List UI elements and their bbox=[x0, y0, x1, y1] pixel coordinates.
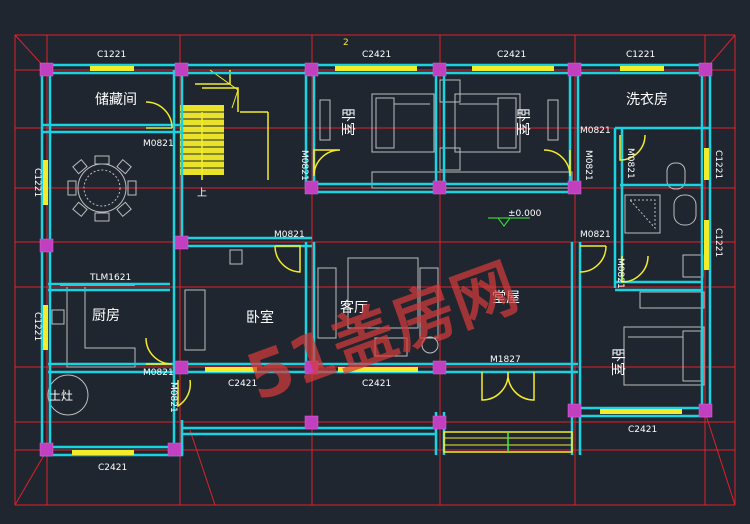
wall-partition bbox=[42, 123, 182, 134]
room-label-storage: 储藏间 bbox=[95, 92, 137, 108]
door-label: M0821 bbox=[143, 368, 174, 378]
wall-partition bbox=[304, 242, 316, 370]
door-label: M1827 bbox=[490, 355, 521, 365]
nightstand bbox=[547, 99, 559, 141]
window-left-upper bbox=[43, 160, 48, 205]
window-label: C2421 bbox=[362, 50, 391, 60]
furniture-layer bbox=[47, 79, 705, 416]
window-label: C1221 bbox=[32, 312, 42, 341]
room-label-stove: 土灶 bbox=[49, 389, 73, 403]
door-stove bbox=[177, 379, 192, 408]
porch-steps bbox=[443, 431, 573, 453]
door-storage bbox=[145, 101, 173, 129]
opening-labels: C1221 C2421 C2421 C1221 C1221 C1221 C122… bbox=[32, 50, 723, 473]
room-label-hall: 堂屋 bbox=[492, 290, 520, 306]
grid-line bbox=[189, 429, 216, 506]
door-kitchen bbox=[145, 337, 173, 365]
room-label-bedroom-nw: 卧室 bbox=[339, 108, 356, 136]
door-label: TLM1621 bbox=[89, 273, 131, 283]
window-right-upper bbox=[704, 148, 709, 180]
window-top-mid-left bbox=[335, 66, 417, 71]
stair-up-label: 上 bbox=[197, 187, 207, 199]
watermark-text: 51盖房网 bbox=[238, 251, 527, 417]
window-label: C1221 bbox=[626, 50, 655, 60]
window-bottom-center bbox=[338, 367, 418, 372]
wall-partition bbox=[570, 242, 582, 412]
door-label: M0821 bbox=[299, 150, 309, 181]
door-label: M0821 bbox=[580, 230, 611, 240]
room-label-living: 客厅 bbox=[340, 299, 368, 316]
elevation-mark: ±0.000 bbox=[488, 209, 542, 227]
door-label: M0821 bbox=[580, 126, 611, 136]
window-label: C2421 bbox=[362, 379, 391, 389]
wardrobe-strip bbox=[371, 171, 573, 189]
window-label: C2421 bbox=[98, 463, 127, 473]
window-bottom-right bbox=[600, 409, 682, 414]
window-top-left bbox=[90, 66, 134, 71]
door-label: M0821 bbox=[168, 382, 178, 413]
bed-ne bbox=[454, 93, 521, 153]
sofa-set bbox=[317, 257, 439, 357]
room-label-laundry: 洗衣房 bbox=[626, 92, 668, 108]
window-top-right bbox=[620, 66, 664, 71]
window-bottom-center-left bbox=[205, 367, 257, 372]
windows bbox=[43, 66, 709, 455]
door-label: M0821 bbox=[143, 139, 174, 149]
wall-partition bbox=[613, 126, 710, 292]
door-bedroom-ne bbox=[543, 149, 571, 177]
staircase bbox=[180, 69, 269, 180]
grid-line bbox=[14, 449, 48, 506]
window-label: C1221 bbox=[97, 50, 126, 60]
window-left-lower bbox=[43, 305, 48, 350]
stove-circle bbox=[47, 374, 89, 416]
elevation-label: ±0.000 bbox=[508, 209, 542, 219]
door-bedroom-nw bbox=[313, 149, 341, 177]
window-label: C2421 bbox=[497, 50, 526, 60]
doors bbox=[60, 101, 649, 408]
window-label: C1221 bbox=[32, 168, 42, 197]
stair-arrow bbox=[209, 69, 239, 109]
door-label: M0821 bbox=[274, 230, 305, 240]
window-top-mid-right bbox=[472, 66, 554, 71]
door-label: M0821 bbox=[583, 150, 593, 181]
kitchen-counter bbox=[51, 287, 136, 368]
room-label-kitchen: 厨房 bbox=[92, 308, 120, 324]
grid-mark: 2 bbox=[343, 38, 349, 48]
room-label-bedroom-center: 卧室 bbox=[246, 309, 274, 326]
cabinet bbox=[229, 249, 243, 265]
door-hall bbox=[579, 245, 607, 273]
room-label-bedroom-ne: 卧室 bbox=[514, 108, 531, 136]
stair-rail bbox=[195, 70, 269, 180]
window-label: C1221 bbox=[713, 150, 723, 179]
door-bath bbox=[621, 255, 649, 283]
door-label: M0821 bbox=[625, 148, 635, 179]
room-labels: 储藏间 洗衣房 厨房 卧室 客厅 堂屋 土灶 卧室 卧室 卧室 bbox=[49, 92, 668, 403]
room-label-bedroom-se: 卧室 bbox=[609, 348, 626, 376]
window-label: C2421 bbox=[228, 379, 257, 389]
wardrobe bbox=[184, 289, 206, 351]
bathroom-fixtures bbox=[624, 162, 704, 278]
door-laundry bbox=[619, 134, 646, 161]
window-label: C2421 bbox=[628, 425, 657, 435]
window-right-lower bbox=[704, 220, 709, 270]
grid-line bbox=[704, 411, 736, 506]
door-label: M0821 bbox=[615, 258, 625, 289]
bed-se bbox=[623, 291, 705, 386]
columns bbox=[39, 62, 713, 457]
wall-partition bbox=[568, 70, 580, 188]
bed-nw bbox=[371, 79, 461, 171]
door-main-entrance bbox=[481, 371, 535, 401]
nightstand bbox=[319, 99, 331, 141]
window-bottom-left bbox=[72, 450, 134, 455]
wall-partition bbox=[434, 70, 446, 188]
window-label: C1221 bbox=[713, 228, 723, 257]
door-bedroom-center bbox=[274, 245, 301, 273]
dining-table bbox=[67, 155, 137, 222]
